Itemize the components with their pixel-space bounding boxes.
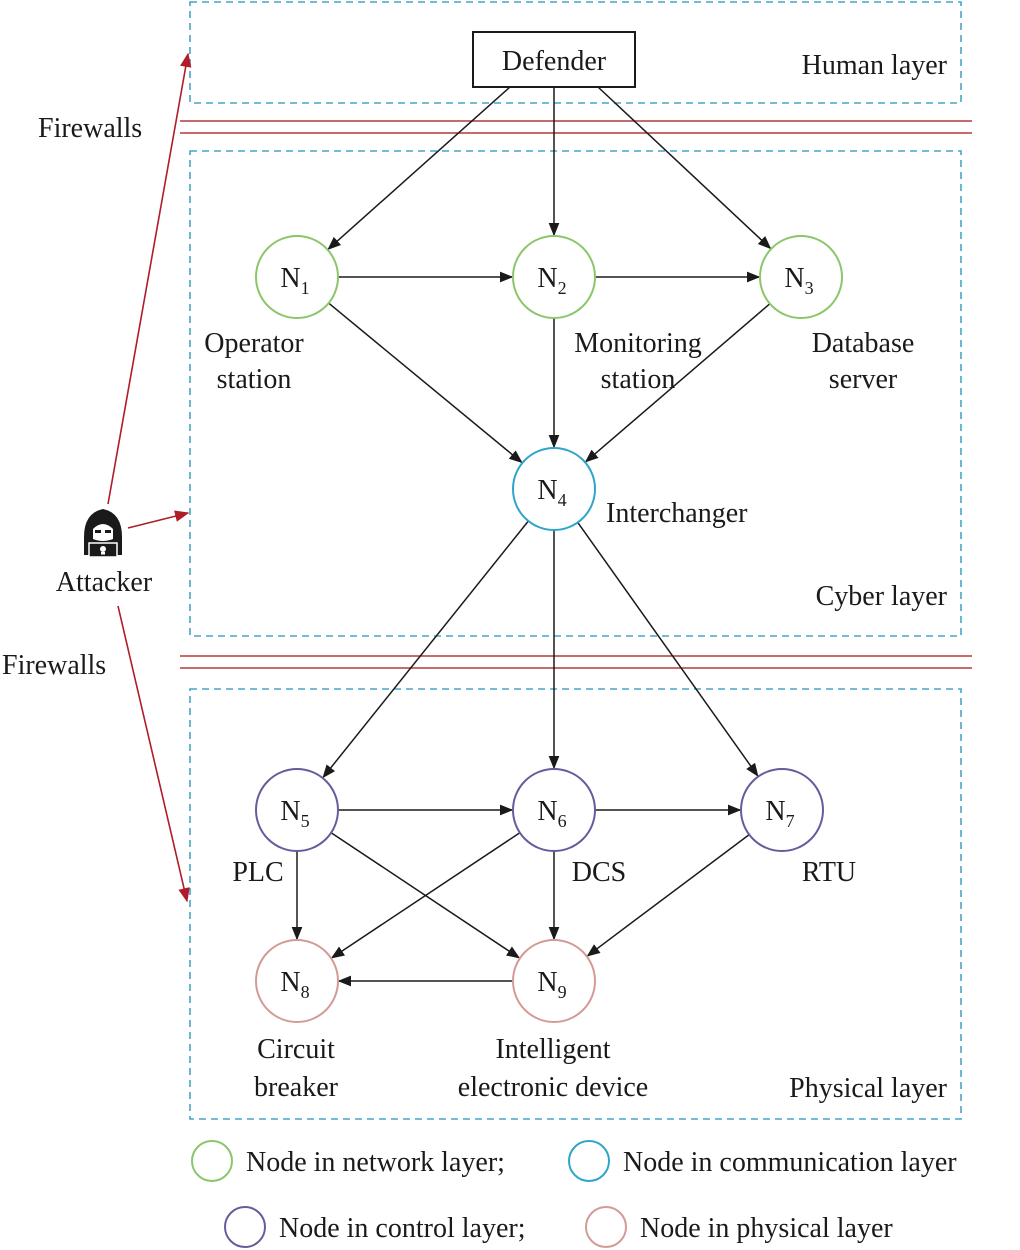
node-id: N6 bbox=[537, 796, 566, 831]
physical-layer-label: Physical layer bbox=[789, 1073, 948, 1104]
node-label: Operator bbox=[204, 328, 304, 359]
node-id: N3 bbox=[784, 263, 813, 298]
node-circle bbox=[255, 768, 339, 852]
legend-swatch bbox=[568, 1140, 610, 1182]
edge-1-to-4 bbox=[328, 302, 523, 464]
legend-swatch bbox=[191, 1140, 233, 1182]
edge-defender-to-1 bbox=[327, 86, 511, 250]
legend-item-physical: Node in physical layer bbox=[585, 1206, 893, 1248]
cyber-layer-box bbox=[189, 150, 962, 637]
human-layer-label: Human layer bbox=[802, 50, 948, 81]
node-label: PLC bbox=[232, 857, 283, 888]
attack-arrow-human bbox=[107, 52, 192, 505]
firewall-label-bottom: Firewalls bbox=[2, 650, 106, 681]
defender-label: Defender bbox=[502, 46, 607, 77]
legend-swatch bbox=[585, 1206, 627, 1248]
firewall-bottom bbox=[180, 655, 972, 669]
node-circle bbox=[512, 768, 596, 852]
edge-7-to-9 bbox=[586, 833, 750, 957]
legend-label: Node in communication layer bbox=[623, 1147, 957, 1178]
legend-item-communication: Node in communication layer bbox=[568, 1140, 957, 1182]
node-id: N7 bbox=[765, 796, 794, 831]
node-circle bbox=[512, 235, 596, 319]
attacker-label: Attacker bbox=[56, 567, 153, 598]
node-label: station bbox=[217, 364, 292, 395]
node-label: breaker bbox=[254, 1072, 339, 1103]
node-circle bbox=[512, 447, 596, 531]
defender-box: Defender bbox=[472, 31, 636, 88]
edge-4-to-5 bbox=[322, 520, 529, 779]
node-label: electronic device bbox=[458, 1072, 648, 1103]
node-circle bbox=[759, 235, 843, 319]
node-label: station bbox=[601, 364, 676, 395]
legend-label: Node in physical layer bbox=[640, 1213, 893, 1244]
legend-swatch bbox=[224, 1206, 266, 1248]
node-id: N2 bbox=[537, 263, 566, 298]
legend-label: Node in network layer; bbox=[246, 1147, 505, 1178]
legend-label: Node in control layer; bbox=[279, 1213, 525, 1244]
node-id: N8 bbox=[280, 967, 309, 1002]
edge-4-to-7 bbox=[577, 521, 759, 777]
node-label: Interchanger bbox=[606, 498, 748, 529]
hacker-icon bbox=[84, 509, 122, 558]
node-label: Monitoring bbox=[574, 328, 702, 359]
node-id: N4 bbox=[537, 475, 566, 510]
firewall-label-top: Firewalls bbox=[38, 113, 142, 144]
node-id: N5 bbox=[280, 796, 309, 831]
node-circle bbox=[255, 939, 339, 1023]
edge-3-to-4 bbox=[584, 303, 771, 463]
node-label: Circuit bbox=[257, 1034, 335, 1065]
cyber-layer-label: Cyber layer bbox=[816, 581, 948, 612]
attack-arrow-physical bbox=[117, 605, 190, 903]
node-label: DCS bbox=[572, 857, 626, 888]
node-label: server bbox=[829, 364, 898, 395]
legend-item-control: Node in control layer; bbox=[224, 1206, 525, 1248]
node-circle bbox=[255, 235, 339, 319]
node-circle bbox=[740, 768, 824, 852]
node-label: RTU bbox=[802, 857, 856, 888]
firewall-top bbox=[180, 120, 972, 134]
legend-item-network: Node in network layer; bbox=[191, 1140, 505, 1182]
edge-6-to-8 bbox=[330, 832, 521, 959]
node-circle bbox=[512, 939, 596, 1023]
legend: Node in network layer; Node in communicat… bbox=[191, 1140, 957, 1248]
physical-layer-box bbox=[189, 688, 962, 1120]
node-label: Intelligent bbox=[495, 1034, 610, 1065]
edge-defender-to-3 bbox=[597, 86, 772, 250]
edges bbox=[291, 86, 772, 987]
node-id: N1 bbox=[280, 263, 309, 298]
node-id: N9 bbox=[537, 967, 566, 1002]
attack-arrow-cyber bbox=[127, 510, 190, 529]
node-label: Database bbox=[812, 328, 915, 359]
human-layer-box bbox=[189, 1, 962, 104]
